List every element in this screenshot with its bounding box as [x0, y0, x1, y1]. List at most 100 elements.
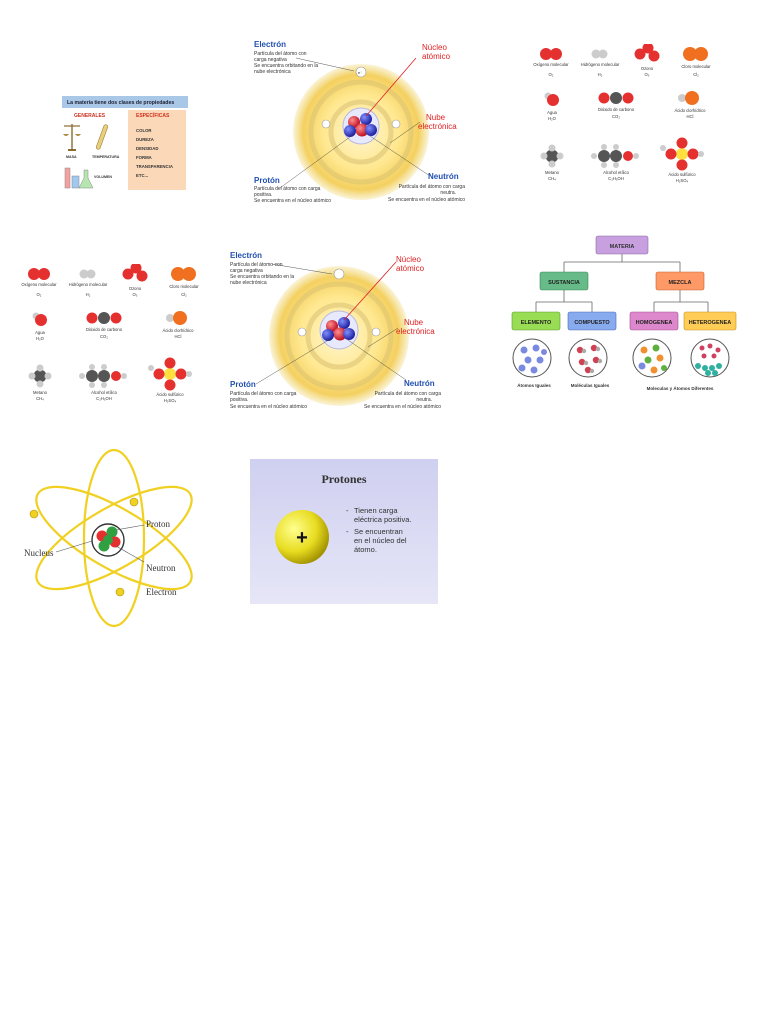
svg-text:C₂H₅OH: C₂H₅OH [96, 396, 112, 401]
heterogenea-box [683, 311, 737, 331]
svg-text:carga negativa: carga negativa [254, 57, 287, 63]
atom-diagram: e⁻ Electrón Partícula del átomo con carg… [250, 38, 466, 204]
molecule-cl2 [683, 47, 708, 61]
svg-text:H₂: H₂ [86, 292, 91, 297]
svg-text:Agua: Agua [35, 330, 45, 335]
thermometer-icon [95, 124, 109, 150]
svg-text:Metano: Metano [33, 390, 48, 395]
svg-text:HCl: HCl [175, 334, 182, 339]
svg-text:positiva.: positiva. [230, 397, 248, 403]
homogenea-label: HOMOGENEA [636, 320, 673, 326]
bohr-nucleus-label: Nucleus [24, 548, 54, 558]
molecule-name: Ozono [641, 66, 654, 71]
nube-label: Nube electrónica [418, 113, 457, 131]
molecule-name: Oxígeno molecular [533, 62, 569, 67]
homogenea-sample [632, 338, 672, 378]
svg-text:nube electrónica: nube electrónica [254, 69, 291, 75]
svg-text:Cloro molecular: Cloro molecular [169, 284, 199, 289]
molecule-formula: Cl₂ [693, 72, 699, 77]
svg-text:átomo.: átomo. [354, 545, 377, 554]
svg-text:Protón: Protón [230, 380, 256, 389]
electron-description: Partícula del átomo con carga negativa S… [254, 51, 318, 75]
moleculas-diferentes-caption: Moleculas y Átomos Diferentes [647, 385, 714, 391]
molecule-h2so4 [660, 137, 704, 171]
materia-box [595, 235, 649, 255]
specific-box [128, 110, 186, 190]
svg-text:Se encuentran: Se encuentran [354, 527, 403, 536]
nucleus-particles [344, 113, 377, 137]
elemento-box [511, 311, 561, 331]
svg-text:Dióxido de carbono: Dióxido de carbono [86, 327, 123, 332]
molecule-name: Cloro molecular [681, 64, 711, 69]
protones-slide: Protones + - Tienen carga eléctrica posi… [250, 459, 438, 604]
svg-text:Partícula del átomo con: Partícula del átomo con [254, 51, 307, 57]
svg-text:-: - [346, 506, 349, 515]
svg-text:Neutrón: Neutrón [404, 379, 435, 388]
sustancia-box [539, 271, 589, 291]
bohr-electron-label: Electron [146, 587, 177, 597]
nucleo-label: Núcleo atómico [422, 43, 451, 61]
temperatura-label: TEMPERATURA [92, 155, 120, 159]
svg-text:eléctrica positiva.: eléctrica positiva. [354, 515, 412, 524]
svg-text:Partícula del átomo con carga: Partícula del átomo con carga [254, 186, 321, 192]
svg-text:Ácido sulfúrico: Ácido sulfúrico [156, 392, 184, 397]
svg-text:Partícula del átomo con: Partícula del átomo con [230, 262, 283, 268]
molecule-ethanol [591, 144, 639, 168]
svg-text:Núcleo: Núcleo [396, 255, 421, 264]
mezcla-label: MEZCLA [669, 280, 692, 286]
specific-item: DENSIDAD [136, 146, 158, 151]
proton-description: Partícula del átomo con carga positiva. … [254, 186, 331, 204]
heterogenea-label: HETEROGENEA [689, 320, 732, 326]
properties-title: La materia tiene dos clases de propiedad… [67, 100, 174, 106]
svg-text:Se encuentra en el núcleo atóm: Se encuentra en el núcleo atómico [230, 404, 307, 410]
svg-text:C₂H₅OH: C₂H₅OH [608, 176, 624, 181]
specific-item: TRANSPARENCIA [136, 164, 173, 169]
svg-text:H₂SO₄: H₂SO₄ [676, 178, 689, 183]
compuesto-box [567, 311, 617, 331]
compuesto-label: COMPUESTO [574, 320, 610, 326]
generales-heading: GENERALES [74, 113, 106, 119]
neutron-description: Partícula del átomo con carga neutra. Se… [388, 184, 465, 203]
svg-text:Tienen carga: Tienen carga [354, 506, 398, 515]
svg-text:H₂SO₄: H₂SO₄ [164, 398, 177, 403]
atomos-iguales-caption: Átomos Iguales [517, 382, 551, 388]
specific-item: FORMA [136, 155, 152, 160]
homogenea-box [629, 311, 679, 331]
svg-text:electrónica: electrónica [396, 327, 435, 336]
svg-text:nube electrónica: nube electrónica [230, 280, 267, 286]
svg-text:CH₄: CH₄ [36, 396, 44, 401]
svg-text:O₃: O₃ [133, 292, 138, 297]
molecule-formula: H₂ [598, 72, 603, 77]
especificas-heading: ESPECÍFICAS [136, 111, 170, 119]
svg-text:Se encuentra orbitando en la: Se encuentra orbitando en la [230, 274, 294, 280]
svg-text:Partícula del átomo con carga: Partícula del átomo con carga [230, 391, 297, 397]
molecules-chart: Oxígeno molecular O₂ Hidrógeno molecular… [530, 44, 726, 190]
svg-text:Ácido sulfúrico: Ácido sulfúrico [668, 172, 696, 177]
svg-text:Metano: Metano [545, 170, 560, 175]
svg-text:Partícula del átomo con carga: Partícula del átomo con carga [399, 184, 466, 190]
svg-text:Ácido clorhídrico: Ácido clorhídrico [163, 328, 195, 333]
svg-text:Se encuentra en el núcleo atóm: Se encuentra en el núcleo atómico [388, 197, 465, 203]
scale-icon [63, 124, 81, 151]
tree-connectors [535, 254, 709, 312]
svg-text:H₂O: H₂O [36, 336, 45, 341]
svg-text:Ozono: Ozono [129, 286, 142, 291]
svg-text:CH₄: CH₄ [548, 176, 556, 181]
heterogenea-sample [690, 338, 730, 378]
molecule-h2o [544, 92, 559, 106]
svg-text:Alcohol etílico: Alcohol etílico [91, 390, 118, 395]
svg-text:Agua: Agua [547, 110, 557, 115]
atom-diagram-2: Electrón Partícula del átomo con carga n… [226, 244, 442, 414]
svg-text:electrónica: electrónica [418, 122, 457, 131]
properties-image: La materia tiene dos clases de propiedad… [62, 94, 188, 192]
molecule-h2 [591, 49, 608, 59]
compuesto-sample [568, 338, 608, 378]
svg-text:HCl: HCl [687, 114, 694, 119]
molecules-chart-2: Oxígeno molecular O₂ Hidrógeno molecular… [18, 264, 214, 410]
svg-text:en el núcleo del: en el núcleo del [354, 536, 407, 545]
svg-text:neutra.: neutra. [416, 397, 432, 403]
svg-text:neutra.: neutra. [440, 190, 456, 196]
mezcla-box [655, 271, 705, 291]
svg-text:CO₂: CO₂ [612, 114, 620, 119]
molecule-name: Hidrógeno molecular [581, 62, 620, 67]
